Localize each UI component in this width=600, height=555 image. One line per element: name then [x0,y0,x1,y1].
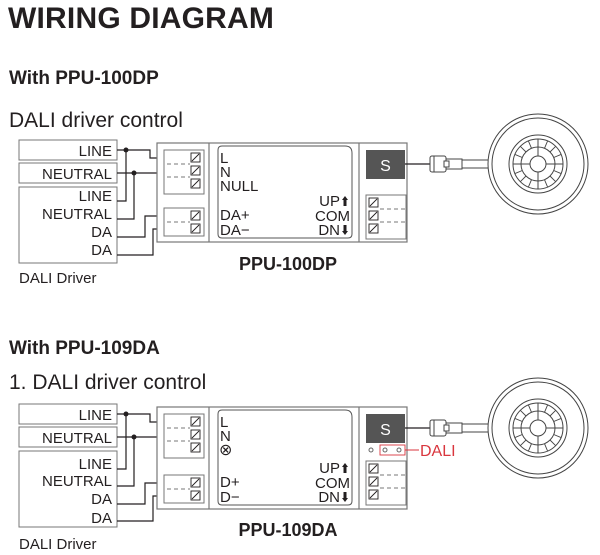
panel-label-null: NULL [220,178,258,195]
section-1-diagram: LINE NEUTRAL LINE NEUTRAL DA DA DALI Dri… [18,113,589,287]
terminal-screw-icon [368,476,379,487]
terminal-screw-icon [190,429,201,440]
arrow-down-icon [342,492,348,502]
terminal-screw-icon [190,223,201,234]
terminal-screw-icon [368,489,379,500]
driver-neutral-label: NEUTRAL [42,473,112,490]
panel-label-da-minus: DA− [220,222,250,239]
section-1-subheading: DALI driver control [9,109,183,132]
panel-label-da-plus: DA+ [220,207,250,224]
section-2-subheading: 1. DALI driver control [9,371,207,394]
label-panel [217,409,353,506]
pir-sensor-icon [487,113,589,215]
page-title: WIRING DIAGRAM [8,2,275,35]
terminal-screw-icon [190,210,201,221]
rj-connector-icon [429,155,488,173]
dali-driver-caption: DALI Driver [19,270,97,287]
panel-label-l: L [220,414,228,431]
panel-label-d-minus: D− [220,489,240,506]
panel-label-d-plus: D+ [220,474,240,491]
unit-name: PPU-100DP [239,254,337,274]
panel-label-n: N [220,164,231,181]
panel-label-l: L [220,150,228,167]
driver-neutral-label: NEUTRAL [42,206,112,223]
terminal-screw-icon [190,165,201,176]
sensor-port-label: S [380,158,391,175]
panel-label-com: COM [315,475,350,492]
driver-da1-label: DA [91,224,112,241]
junction-dot [123,147,129,153]
driver-line-label: LINE [79,456,112,473]
section-2-diagram: LINE NEUTRAL LINE NEUTRAL DA DA DALI Dri… [18,377,589,553]
label-panel [217,145,353,239]
arrow-up-icon [342,463,348,473]
indicator-hole [368,447,374,453]
dali-port-label: DALI [420,443,456,460]
terminal-screw-icon [368,223,379,234]
section-1-heading: With PPU-100DP [9,68,159,89]
arrow-up-icon [342,196,348,206]
supply-line-label: LINE [79,143,112,160]
panel-label-dn: DN [318,222,340,239]
panel-label-up: UP [319,460,340,477]
panel-label-up: UP [319,193,340,210]
terminal-screw-icon [190,416,201,427]
sensor-port [366,414,405,443]
dali-driver-caption: DALI Driver [19,536,97,553]
panel-label-com: COM [315,208,350,225]
sensor-port-label: S [380,422,391,439]
dali-driver-box [18,450,118,528]
sensor-port [366,150,405,179]
driver-da1-label: DA [91,491,112,508]
terminal-screw-icon [190,490,201,501]
pir-sensor-icon [487,377,589,479]
arrow-down-icon [342,225,348,235]
dali-port-hole [382,447,388,453]
dali-port-hole [396,447,402,453]
terminal-screw-icon [190,477,201,488]
supply-neutral-label: NEUTRAL [42,166,112,183]
panel-label-ground-symbol: ⊗ [219,442,232,459]
driver-line-label: LINE [79,188,112,205]
junction-dot [131,434,137,440]
terminal-screw-icon [368,463,379,474]
unit-name: PPU-109DA [238,520,337,540]
junction-dot [131,170,137,176]
panel-label-n: N [220,428,231,445]
section-2-heading: With PPU-109DA [9,338,160,359]
terminal-screw-icon [190,152,201,163]
driver-da2-label: DA [91,242,112,259]
rj-connector-icon [429,419,488,437]
supply-line-label: LINE [79,407,112,424]
terminal-screw-icon [190,178,201,189]
panel-label-dn: DN [318,489,340,506]
dali-driver-box [18,186,118,264]
supply-neutral-label: NEUTRAL [42,430,112,447]
driver-da2-label: DA [91,510,112,527]
terminal-screw-icon [190,442,201,453]
terminal-screw-icon [368,197,379,208]
junction-dot [123,411,129,417]
terminal-screw-icon [368,210,379,221]
